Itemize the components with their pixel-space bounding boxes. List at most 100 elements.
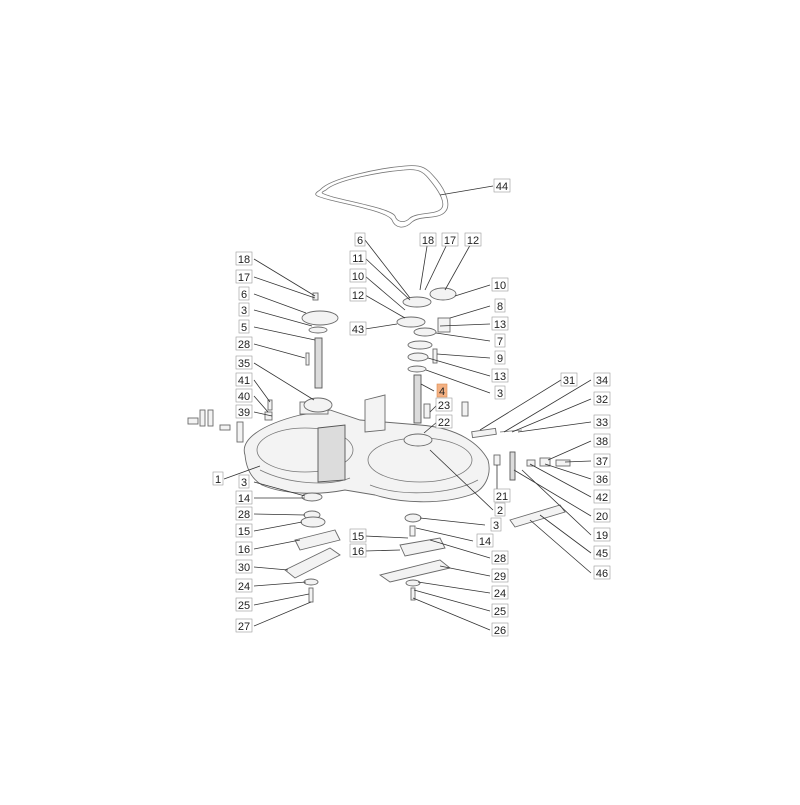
callout-44: 44 [493,178,511,193]
callout-box [235,597,253,612]
callout-10: 10 [491,277,509,292]
callout-box [349,287,367,302]
callout-8: 8 [494,298,506,313]
callout-3: 3 [490,517,502,532]
callout-9: 9 [494,350,506,365]
callout-number: 27 [238,621,250,633]
callout-box [491,550,509,565]
callout-box [235,269,253,284]
callout-number: 36 [596,474,608,486]
callout-number: 14 [238,493,250,505]
callout-box [349,250,367,265]
callout-22: 22 [435,414,453,429]
right-blade-assembly [378,513,452,601]
callout-14: 14 [476,533,494,548]
callout-box [593,453,611,468]
callout-box [212,471,224,486]
callout-number: 20 [596,511,608,523]
callout-2: 2 [494,502,506,517]
callout-32: 32 [593,391,611,406]
callout-17: 17 [441,232,459,247]
callout-number: 13 [494,371,506,383]
callout-number: 28 [238,339,250,351]
callout-box [491,368,509,383]
callout-number: 12 [352,290,364,302]
callout-box [464,232,482,247]
callout-42: 42 [593,489,611,504]
callout-45: 45 [593,545,611,560]
callout-number: 43 [352,324,364,336]
callout-box [235,355,253,370]
callout-box [235,336,253,351]
callout-18: 18 [235,251,253,266]
callout-30: 30 [235,559,253,574]
callout-38: 38 [593,433,611,448]
callout-24: 24 [491,585,509,600]
callout-28: 28 [235,506,253,521]
callout-number: 23 [438,400,450,412]
callout-box [238,319,250,334]
callout-box [441,232,459,247]
callout-number: 28 [238,509,250,521]
callout-4-highlighted: 4 [436,383,448,398]
callout-3: 3 [238,302,250,317]
callout-box [436,383,448,398]
callout-box [235,506,253,521]
callout-number: 11 [352,253,363,265]
callout-number: 19 [596,530,608,542]
callout-number: 28 [494,553,506,565]
right-side-parts [471,427,571,528]
callout-box [490,517,502,532]
callout-number: 24 [494,588,506,600]
callout-number: 3 [493,520,499,532]
callout-number: 15 [352,531,364,543]
callout-31: 31 [560,372,578,387]
callout-number: 6 [241,289,247,301]
callout-20: 20 [593,508,611,523]
callout-number: 14 [479,536,491,548]
callout-1: 1 [212,471,224,486]
callout-number: 3 [241,477,247,489]
callout-number: 25 [238,600,250,612]
callout-box [235,559,253,574]
callout-number: 15 [238,526,250,538]
callout-36: 36 [593,471,611,486]
callout-box [238,302,250,317]
callout-box [494,385,506,400]
callout-number: 30 [238,562,250,574]
callout-3: 3 [494,385,506,400]
callout-24: 24 [235,578,253,593]
callout-box [491,568,509,583]
callout-number: 8 [497,301,503,313]
callout-number: 5 [241,322,247,334]
callout-28: 28 [491,550,509,565]
callout-35: 35 [235,355,253,370]
callout-number: 9 [497,353,503,365]
callout-box [235,541,253,556]
callout-box [494,350,506,365]
callout-box [491,622,509,637]
callout-number: 45 [596,548,608,560]
center-spindle-stack [396,287,469,447]
callout-box [435,397,453,412]
callout-number: 2 [497,505,503,517]
callout-14: 14 [235,490,253,505]
mower-deck-housing [243,394,490,503]
callout-number: 4 [439,386,445,398]
callout-3: 3 [238,474,250,489]
callout-box [593,391,611,406]
callout-box [419,232,437,247]
callout-25: 25 [491,603,509,618]
callout-box [491,316,509,331]
callout-box [235,618,253,633]
callout-box [235,372,253,387]
callout-number: 10 [494,280,506,292]
callout-33: 33 [593,414,611,429]
callout-box [593,471,611,486]
callout-40: 40 [235,388,253,403]
callout-7: 7 [494,333,506,348]
callout-34: 34 [593,372,611,387]
callout-number: 24 [238,581,250,593]
